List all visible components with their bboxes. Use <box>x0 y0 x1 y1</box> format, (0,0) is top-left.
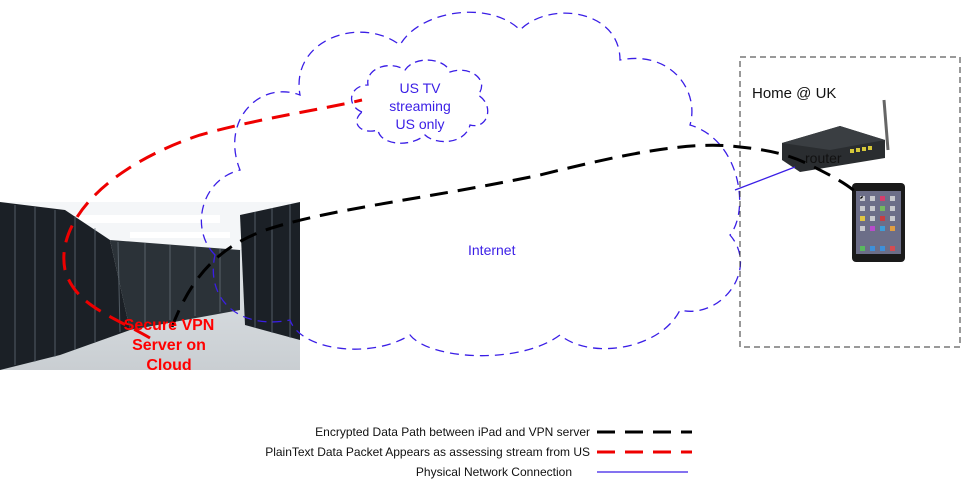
us-tv-label-2: streaming <box>389 98 450 114</box>
router-icon <box>782 99 890 172</box>
home-boundary <box>739 56 961 348</box>
server-label-1: Secure VPN <box>124 317 215 334</box>
legend-label-plaintext: PlainText Data Packet Appears as assessi… <box>265 445 590 459</box>
encrypted-path <box>170 143 864 328</box>
router-label: router <box>805 150 842 166</box>
legend-label-encrypted: Encrypted Data Path between iPad and VPN… <box>315 425 590 439</box>
us-tv-cloud <box>351 59 489 144</box>
ipad-icon <box>852 183 905 262</box>
home-label: Home @ UK <box>752 85 836 102</box>
us-tv-label-3: US only <box>395 116 444 132</box>
server-room-image <box>0 202 300 370</box>
internet-label: Internet <box>468 242 516 258</box>
server-label-2: Server on <box>132 337 206 354</box>
legend-label-physical: Physical Network Connection <box>416 465 572 479</box>
plaintext-path <box>62 98 363 340</box>
legend: Encrypted Data Path between iPad and VPN… <box>265 425 692 479</box>
server-label-3: Cloud <box>146 357 191 374</box>
physical-connection-line <box>734 166 796 191</box>
us-tv-label-1: US TV <box>400 80 442 96</box>
internet-cloud <box>200 11 742 357</box>
